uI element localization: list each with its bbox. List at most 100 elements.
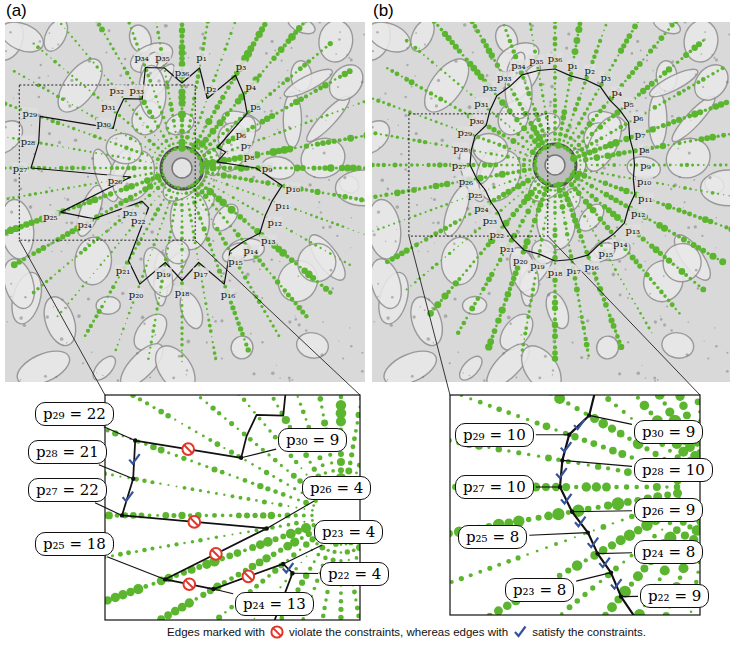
ray-dot — [67, 126, 69, 128]
ray-dot — [212, 346, 215, 349]
tissue-speckle — [492, 183, 495, 186]
tissue-speckle — [55, 376, 57, 378]
ray-dot — [90, 151, 92, 153]
tissue-speckle — [619, 294, 622, 297]
ray-dot — [135, 128, 138, 131]
ray-dot — [575, 127, 577, 129]
ray-dot — [581, 140, 585, 144]
ray-dot — [7, 137, 8, 138]
tissue-speckle — [38, 76, 41, 79]
tissue-speckle — [646, 60, 648, 62]
ray-dot — [203, 291, 205, 293]
ray-dot — [170, 225, 172, 227]
ray-dot — [139, 190, 143, 194]
ray-dot — [226, 183, 229, 186]
ray-dot — [575, 45, 578, 48]
ray-dot — [360, 135, 363, 138]
ray-dot — [689, 50, 693, 54]
tissue-speckle — [350, 58, 353, 61]
tissue-speckle — [707, 357, 709, 359]
satisfy-mark — [129, 454, 140, 464]
tissue-speckle — [209, 53, 210, 54]
tissue-speckle — [695, 269, 698, 272]
ray-dot — [5, 166, 7, 169]
tissue-image — [5, 22, 365, 382]
ray-dot — [728, 133, 730, 135]
tissue-speckle — [654, 320, 657, 323]
tissue-speckle — [121, 292, 124, 295]
ray-dot — [153, 324, 156, 327]
tissue-speckle — [503, 111, 504, 112]
ray-dot — [202, 286, 205, 289]
tissue-cell — [290, 236, 344, 290]
ray-dot — [119, 188, 124, 193]
ray-dot — [243, 338, 245, 340]
ray-dot — [140, 181, 144, 185]
ray-dot — [568, 83, 570, 85]
tissue-speckle — [322, 321, 324, 323]
ray-dot — [285, 77, 290, 82]
ray-dot — [572, 48, 579, 55]
ray-dot — [325, 250, 326, 251]
ray-dot — [666, 121, 671, 126]
tissue-ground — [372, 22, 730, 382]
ray-dot — [174, 131, 176, 133]
ray-dot — [180, 209, 184, 213]
tissue-cell — [294, 330, 331, 361]
ray-dot — [127, 22, 131, 25]
violate-mark — [189, 516, 201, 528]
ray-dot — [181, 198, 183, 200]
ray-dot — [93, 273, 94, 274]
ray-contour-group — [372, 22, 730, 362]
ray-dot — [173, 147, 177, 151]
ray-dot — [163, 199, 165, 201]
ray-dot — [68, 147, 69, 148]
ray-dot — [180, 248, 184, 252]
ray-dot — [203, 193, 208, 198]
ray-dot — [62, 146, 63, 147]
tissue-speckle — [381, 178, 385, 182]
ray-dot — [286, 146, 293, 153]
tissue-speckle — [320, 353, 323, 356]
ray-dot — [567, 89, 570, 92]
ray-dot — [560, 121, 564, 125]
ray-dot — [162, 160, 164, 162]
ray-dot — [84, 334, 87, 337]
tissue-speckle — [665, 235, 666, 236]
ray-dot — [176, 192, 179, 195]
ray-dot — [134, 159, 136, 161]
ray-dot — [234, 166, 238, 170]
ray-dot — [98, 137, 101, 140]
ray-dot — [205, 26, 208, 29]
tissue-speckle — [82, 362, 84, 364]
ray-dot — [81, 166, 86, 171]
ray-dot — [247, 223, 250, 226]
ray-dot — [226, 138, 232, 144]
tissue-speckle — [697, 287, 699, 289]
tissue-speckle — [603, 167, 606, 170]
tissue-cell — [103, 130, 145, 168]
tissue-speckle — [440, 138, 444, 142]
ray-dot — [290, 230, 293, 233]
tissue-cell — [647, 65, 701, 102]
ray-dot — [614, 59, 618, 63]
ray-dot — [716, 70, 719, 73]
ray-dot — [57, 145, 59, 147]
ray-dot — [229, 81, 233, 85]
tissue-speckle — [432, 222, 434, 224]
ray-dot — [243, 275, 248, 280]
ray-dot — [220, 58, 223, 61]
ray-dot — [226, 220, 229, 223]
ray-dot — [137, 285, 140, 288]
ray-dot — [201, 280, 203, 282]
tissue-cell — [379, 344, 441, 382]
tissue-speckle — [201, 32, 204, 35]
ray-dot — [123, 118, 125, 120]
tissue-speckle — [188, 57, 189, 58]
ray-dot — [76, 107, 78, 109]
ray-dot — [203, 137, 209, 143]
ray-dot — [135, 182, 139, 186]
ray-dot — [601, 155, 604, 158]
ray-dot — [163, 157, 166, 160]
ray-dot — [363, 132, 365, 139]
